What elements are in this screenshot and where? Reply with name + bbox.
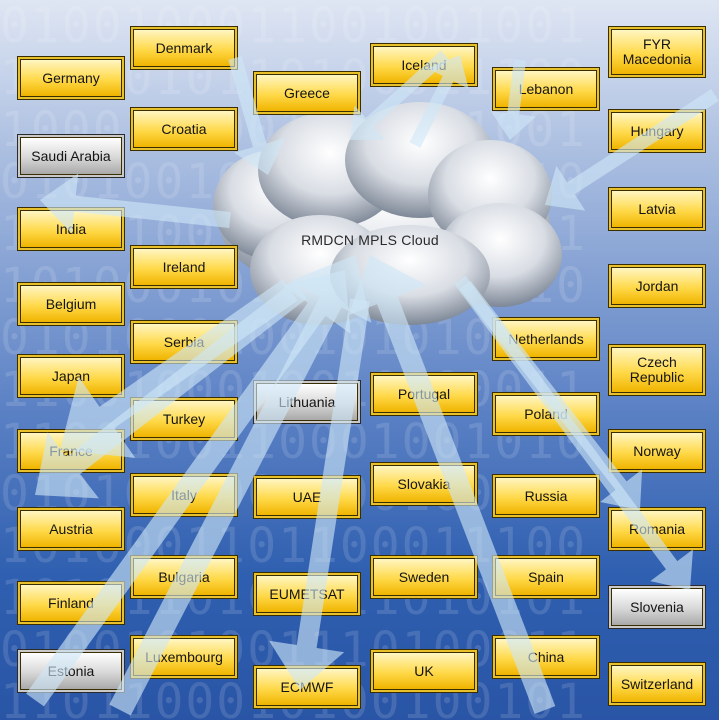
country-box-poland: Poland	[495, 395, 597, 433]
country-box-croatia: Croatia	[133, 110, 235, 148]
country-box-austria: Austria	[20, 510, 122, 548]
country-box-bulgaria: Bulgaria	[133, 558, 235, 596]
country-box-portugal: Portugal	[373, 375, 475, 413]
country-box-latvia: Latvia	[611, 190, 703, 228]
country-box-sweden: Sweden	[373, 558, 475, 596]
country-box-lebanon: Lebanon	[495, 70, 597, 108]
country-box-finland: Finland	[20, 584, 122, 622]
country-box-belgium: Belgium	[20, 285, 122, 323]
country-box-japan: Japan	[20, 357, 122, 395]
country-box-czech-republic: Czech Republic	[611, 347, 703, 393]
country-box-germany: Germany	[20, 59, 122, 97]
country-box-slovakia: Slovakia	[373, 465, 475, 503]
country-box-uk: UK	[373, 652, 475, 690]
country-box-ireland: Ireland	[133, 248, 235, 286]
cloud-label: RMDCN MPLS Cloud	[301, 232, 439, 248]
country-box-switzerland: Switzerland	[611, 665, 703, 703]
country-box-turkey: Turkey	[133, 400, 235, 438]
country-box-italy: Italy	[133, 476, 235, 514]
country-box-spain: Spain	[495, 558, 597, 596]
country-box-russia: Russia	[495, 477, 597, 515]
country-box-luxembourg: Luxembourg	[133, 638, 235, 676]
country-box-jordan: Jordan	[611, 267, 703, 305]
country-box-iceland: Iceland	[373, 46, 475, 84]
country-box-uae: UAE	[256, 478, 358, 516]
country-box-eumetsat: EUMETSAT	[256, 575, 358, 613]
country-box-serbia: Serbia	[133, 323, 235, 361]
country-box-norway: Norway	[611, 432, 703, 470]
country-box-denmark: Denmark	[133, 29, 235, 67]
country-box-india: India	[20, 210, 122, 248]
country-box-estonia: Estonia	[20, 652, 122, 690]
country-box-saudi-arabia: Saudi Arabia	[20, 137, 122, 175]
country-box-france: France	[20, 432, 122, 470]
country-box-slovenia: Slovenia	[611, 588, 703, 626]
country-box-greece: Greece	[256, 74, 358, 112]
country-box-hungary: Hungary	[611, 112, 703, 150]
country-box-china: China	[495, 638, 597, 676]
country-box-lithuania: Lithuania	[256, 383, 358, 421]
country-box-fyr-macedonia: FYR Macedonia	[611, 29, 703, 75]
country-box-netherlands: Netherlands	[495, 320, 597, 358]
country-box-ecmwf: ECMWF	[256, 668, 358, 706]
country-box-romania: Romania	[611, 510, 703, 548]
